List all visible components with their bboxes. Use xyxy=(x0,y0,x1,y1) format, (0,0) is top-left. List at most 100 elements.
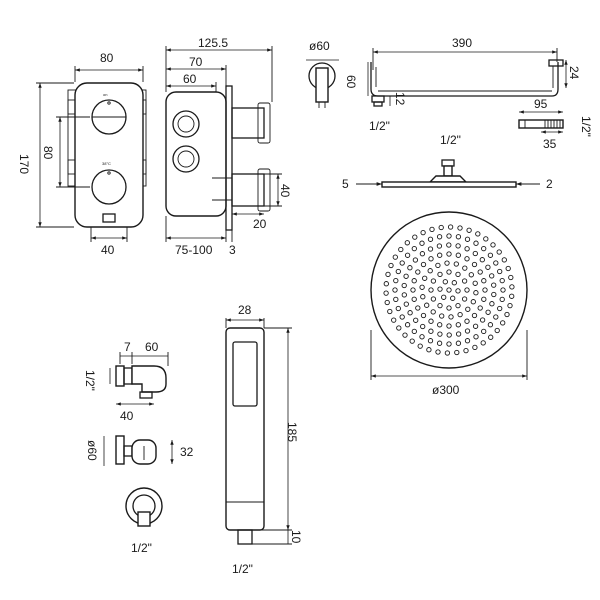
valve-bottom-handle-label: 38°C xyxy=(102,161,111,166)
nozzle xyxy=(448,314,454,320)
nozzle xyxy=(420,229,426,236)
dim-wall-arm-length: 390 xyxy=(452,36,472,50)
dim-valve-depth-total: 125.5 xyxy=(198,36,228,50)
dim-hand-shower-thread: 1/2" xyxy=(232,562,253,576)
nozzle xyxy=(473,334,479,340)
nozzle xyxy=(437,322,443,328)
nozzle xyxy=(438,224,444,231)
nozzle xyxy=(411,278,417,284)
nozzle xyxy=(477,269,483,275)
nozzle xyxy=(485,309,491,315)
nozzle xyxy=(494,327,500,334)
valve-bottom-handle xyxy=(91,169,127,205)
nozzle xyxy=(385,271,391,278)
nozzle xyxy=(399,260,405,266)
nozzle xyxy=(446,287,452,293)
nozzle xyxy=(435,349,441,355)
nozzle xyxy=(455,288,461,294)
nozzle xyxy=(499,296,505,303)
nozzle xyxy=(446,323,452,329)
nozzle xyxy=(455,322,461,328)
nozzle xyxy=(424,302,430,308)
nozzle xyxy=(455,234,462,240)
nozzle xyxy=(461,296,468,302)
nozzle xyxy=(487,322,494,328)
nozzle xyxy=(402,332,408,338)
nozzle xyxy=(401,292,407,298)
valve-side-lower-handle xyxy=(231,173,265,207)
hand-shower-connector xyxy=(237,529,253,545)
outlet-top: 1/2" xyxy=(125,487,163,555)
nozzle xyxy=(446,242,452,248)
nozzle xyxy=(437,286,443,292)
nozzle xyxy=(412,234,418,240)
nozzle xyxy=(472,280,478,286)
dim-bracket-projection: 40 xyxy=(120,409,134,423)
dim-wall-arm-outlet-height: 24 xyxy=(567,66,581,80)
nozzle xyxy=(437,271,443,278)
dim-valve-height: 170 xyxy=(17,154,31,174)
nozzle xyxy=(399,314,405,320)
shower-head-plate xyxy=(381,181,517,188)
nozzle xyxy=(404,240,410,246)
nozzle xyxy=(451,280,457,286)
nozzle xyxy=(463,347,469,354)
nozzle xyxy=(442,279,448,285)
dim-bracket-offset: 7 xyxy=(124,340,131,354)
nozzle xyxy=(491,291,497,298)
nozzle xyxy=(403,273,409,279)
dim-bracket-thread: 1/2" xyxy=(83,370,97,391)
nozzle xyxy=(504,311,510,318)
valve-top-handle-label: on xyxy=(103,92,107,97)
nozzle xyxy=(419,240,425,246)
nozzle xyxy=(450,295,456,301)
nozzle xyxy=(481,296,487,302)
nozzle xyxy=(413,317,419,323)
valve-button xyxy=(102,213,116,223)
nozzle xyxy=(446,305,452,311)
nozzle xyxy=(419,334,425,340)
dim-valve-spout-height: 40 xyxy=(278,184,292,198)
nozzle xyxy=(497,305,503,312)
nozzle xyxy=(429,226,435,233)
nozzle xyxy=(500,287,506,293)
nozzle xyxy=(428,256,434,262)
nozzle xyxy=(483,236,489,242)
nozzle xyxy=(444,350,451,356)
dim-outlet-thread: 1/2" xyxy=(131,541,152,555)
nozzle xyxy=(415,269,421,275)
nozzle xyxy=(446,332,452,338)
nozzle xyxy=(462,265,468,271)
nozzle xyxy=(464,328,471,334)
dim-valve-plate: 3 xyxy=(229,243,236,257)
nozzle xyxy=(497,268,503,275)
valve-side-dimensions: 125.5 70 60 40 20 75-100 3 xyxy=(165,36,292,257)
dim-hand-shower-width: 28 xyxy=(238,303,252,317)
nozzle xyxy=(391,317,397,323)
nozzle xyxy=(415,305,421,311)
dim-shower-head-diameter: ø300 xyxy=(432,383,460,397)
dim-wall-arm-flange-dia: ø60 xyxy=(309,39,330,53)
nozzle xyxy=(464,287,470,293)
nozzle xyxy=(430,309,436,315)
nozzle xyxy=(426,347,432,353)
nozzle xyxy=(454,349,460,356)
nozzle xyxy=(475,231,481,237)
nozzle xyxy=(457,311,463,318)
nozzle xyxy=(411,245,417,252)
nozzle xyxy=(508,274,514,281)
nozzle xyxy=(481,245,487,252)
nozzle xyxy=(464,318,470,324)
nozzle xyxy=(398,246,404,253)
nozzle xyxy=(396,325,402,331)
nozzle xyxy=(500,320,506,326)
valve-front-view: on 38°C xyxy=(67,82,147,228)
nozzle xyxy=(384,299,390,306)
wall-arm-pipe xyxy=(370,62,559,97)
nozzle xyxy=(410,287,416,293)
nozzle xyxy=(455,331,462,337)
nozzle xyxy=(393,296,399,303)
dim-valve-bottom-width: 40 xyxy=(101,243,115,257)
dim-wall-arm-thread-len: 12 xyxy=(393,92,407,106)
